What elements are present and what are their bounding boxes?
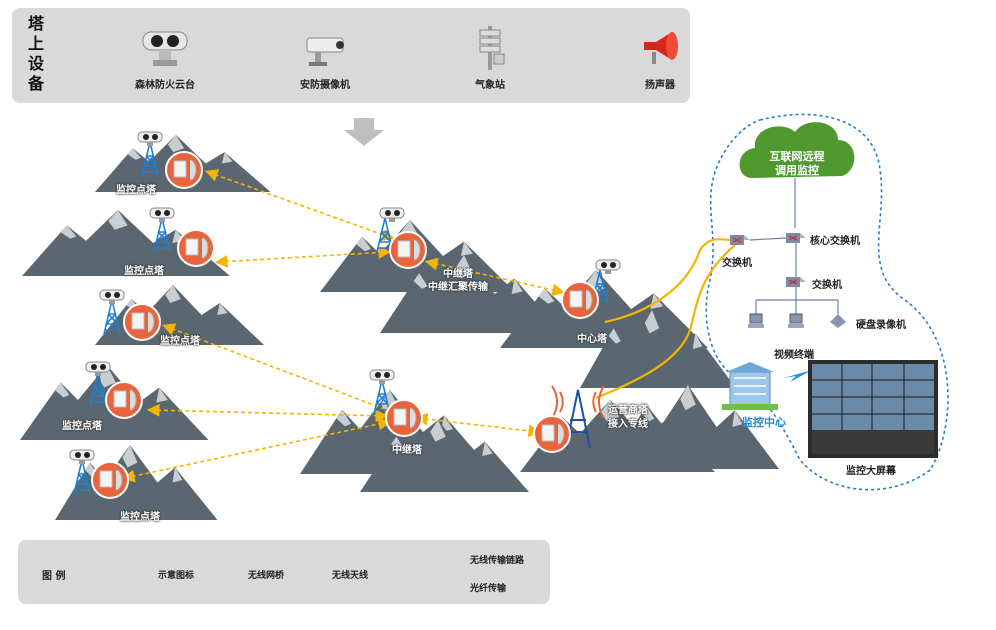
wireless-links <box>121 169 566 483</box>
relay-aggregate-label: 中继塔 中继汇聚传输 <box>428 268 488 294</box>
legend-bridge-label: 无线网桥 <box>248 571 285 581</box>
legend-node-label: 示意图标 <box>158 571 195 581</box>
ptz-camera-icon <box>142 31 188 66</box>
device-label: 安防摄像机 <box>300 80 350 91</box>
legend-antenna-label: 无线天线 <box>332 571 369 581</box>
video-terminal-icon <box>747 313 765 329</box>
speaker-icon <box>644 32 678 64</box>
device-ptz-camera: 森林防火云台 <box>110 24 220 91</box>
relay-aggregate-line2: 中继汇聚传输 <box>428 282 488 293</box>
carrier-tower-line1: 运营商塔 <box>608 405 648 416</box>
relay-label: 中继塔 <box>392 445 422 456</box>
switch-label: 交换机 <box>812 280 842 291</box>
switch-left-label: 交换机 <box>722 258 752 269</box>
legend-fiber-label: 光纤传输 <box>470 584 507 594</box>
switch-icon <box>785 276 807 288</box>
legend-wireless-link-label: 无线传输链路 <box>470 556 525 566</box>
device-label: 森林防火云台 <box>135 80 195 91</box>
relay-aggregate-line1: 中继塔 <box>443 269 473 280</box>
cloud-line2: 调用监控 <box>775 164 819 177</box>
cloud-label: 互联网远程 调用监控 <box>752 150 842 178</box>
cloud-line1: 互联网远程 <box>769 150 825 163</box>
cloud-icon <box>739 122 855 178</box>
device-weather-station: 气象站 <box>435 24 545 91</box>
video-terminal-label: 视频终端 <box>774 350 814 361</box>
center-tower-label: 中心塔 <box>577 334 607 345</box>
monitor-center-label: 监控中心 <box>742 416 786 429</box>
down-arrow-icon <box>344 118 384 146</box>
big-screen-label: 监控大屏幕 <box>846 466 896 477</box>
device-label: 扬声器 <box>645 80 675 91</box>
monitor-point-label: 监控点塔 <box>62 421 102 432</box>
towers <box>69 131 621 495</box>
arrow-icon <box>784 370 812 382</box>
tower-equipment-panel <box>12 8 690 103</box>
monitor-point-label: 监控点塔 <box>116 185 156 196</box>
carrier-tower-label: 运营商塔 接入专线 <box>608 404 648 432</box>
core-switch-icon <box>785 232 807 244</box>
control-area-boundary <box>705 113 949 491</box>
fiber-line <box>595 244 736 400</box>
device-speaker: 扬声器 <box>605 24 715 91</box>
video-terminal-icon <box>787 313 805 329</box>
device-label: 气象站 <box>475 80 505 91</box>
device-security-camera: 安防摄像机 <box>270 24 380 91</box>
legend-panel <box>18 540 550 604</box>
core-switch-label: 核心交换机 <box>810 236 860 247</box>
nvr-icon <box>830 314 846 328</box>
tower-equipment-title: 塔上设备 <box>27 14 44 93</box>
monitor-point-label: 监控点塔 <box>160 336 200 347</box>
fiber-line <box>604 238 736 324</box>
switch-icon <box>729 234 751 246</box>
monitor-point-label: 监控点塔 <box>120 512 160 523</box>
nvr-label: 硬盘录像机 <box>856 320 906 331</box>
carrier-tower-line2: 接入专线 <box>608 419 648 430</box>
weather-station-icon <box>479 26 505 70</box>
legend-title: 图 例 <box>42 571 66 582</box>
monitor-center-building-icon <box>722 362 778 410</box>
monitor-point-label: 监控点塔 <box>124 266 164 277</box>
security-camera-icon <box>306 37 344 66</box>
big-screen-icon <box>808 360 938 458</box>
